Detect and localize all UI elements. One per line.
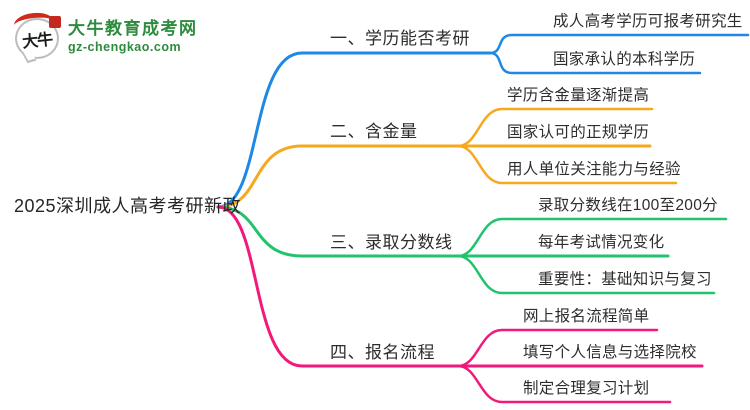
branch-2-child-3-label: 用人单位关注能力与经验 <box>507 161 681 178</box>
branch-1-child-2-label: 国家承认的本科学历 <box>553 51 696 68</box>
logo-seal-icon <box>49 16 61 28</box>
branch-2-label: 二、含金量 <box>330 122 418 141</box>
branch-3-child-3-label: 重要性：基础知识与复习 <box>538 271 712 288</box>
branch-4-trunk-line <box>216 205 704 368</box>
branch-4-child-3-label: 制定合理复习计划 <box>523 380 650 397</box>
logo-speech-bubble-icon: 大牛 <box>13 10 61 64</box>
branch-1-child-1-label: 成人高考学历可报考研究生 <box>553 13 743 30</box>
branch-4-label: 四、报名流程 <box>330 343 435 362</box>
branch-4-child-1-line <box>456 328 659 368</box>
branch-2-child-1-line <box>456 107 654 148</box>
root-node-label: 2025深圳成人高考考研新政 <box>14 196 242 216</box>
branch-3-child-1-line <box>456 217 728 258</box>
branch-2-trunk-line <box>216 144 652 209</box>
branch-3-child-1-label: 录取分数线在100至200分 <box>538 197 718 214</box>
branch-2-child-3-line <box>456 144 678 185</box>
site-logo: 大牛 大牛教育成考网 gz-chengkao.com <box>13 10 198 64</box>
branch-2-child-2-label: 国家认可的正规学历 <box>507 124 650 141</box>
branch-1-child-2-line <box>488 51 702 75</box>
branch-4-child-2-label: 填写个人信息与选择院校 <box>523 344 697 361</box>
branch-1-label: 一、学历能否考研 <box>330 29 470 48</box>
branch-4-child-1-label: 网上报名流程简单 <box>523 308 650 325</box>
branch-1-trunk-line <box>216 51 492 209</box>
branch-4-child-3-line <box>456 364 672 404</box>
logo-domain: gz-chengkao.com <box>68 40 182 55</box>
branch-3-label: 三、录取分数线 <box>330 233 453 252</box>
branch-3-trunk-line <box>216 205 670 258</box>
branch-3-child-2-label: 每年考试情况变化 <box>538 234 665 251</box>
branch-2-child-1-label: 学历含金量逐渐提高 <box>507 87 650 104</box>
branch-3-child-3-line <box>456 254 716 295</box>
logo-title: 大牛教育成考网 <box>68 18 198 38</box>
